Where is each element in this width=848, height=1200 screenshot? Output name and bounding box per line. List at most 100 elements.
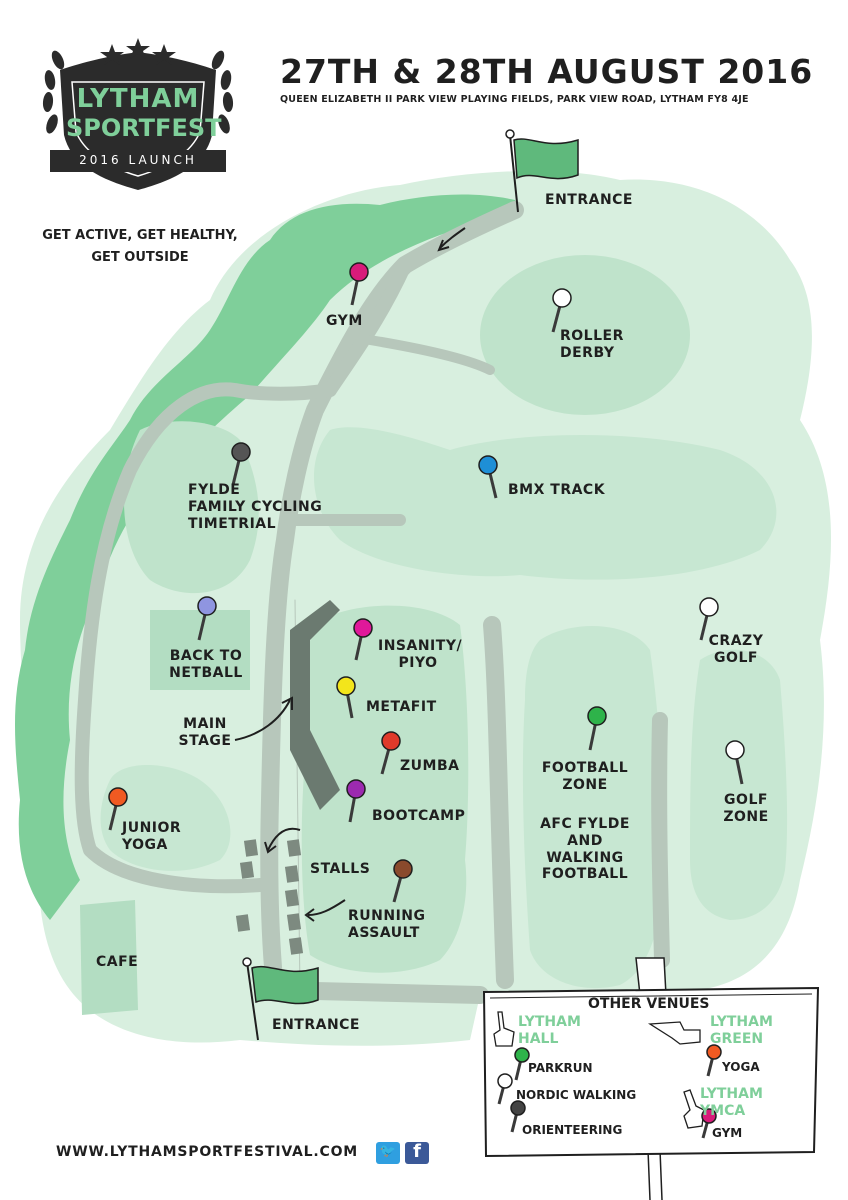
afc-line2: AND <box>567 832 603 849</box>
zone-activities <box>301 605 469 973</box>
venue-orienteering: ORIENTEERING <box>522 1123 623 1137</box>
running-line2: ASSAULT <box>348 924 420 941</box>
pin-head <box>725 740 745 760</box>
fylde-line3: TIMETRIAL <box>188 515 277 532</box>
venue-parkrun: PARKRUN <box>528 1061 593 1075</box>
website-link[interactable]: WWW.LYTHAMSPORTFESTIVAL.COM <box>56 1144 358 1160</box>
label-stalls: STALLS <box>310 861 371 877</box>
pin-football-zone <box>587 706 607 751</box>
pin-head <box>514 1047 530 1063</box>
lytham-ymca-label: LYTHAM YMCA <box>700 1086 763 1120</box>
pin-head <box>701 1108 717 1124</box>
pin-head <box>478 455 498 475</box>
logo-shield <box>42 38 234 190</box>
label-bmx-track: BMX TRACK <box>508 482 606 498</box>
label-insanity-piyo: INSANITY/ PIYO <box>378 638 462 672</box>
football-line1: FOOTBALL <box>541 760 629 776</box>
flag-top-entrance <box>505 129 579 213</box>
pin-metafit <box>336 676 356 719</box>
pin-golf-zone <box>725 740 745 785</box>
label-bootcamp: BOOTCAMP <box>372 808 466 824</box>
pin-head <box>552 288 572 308</box>
pin-head <box>706 1044 722 1060</box>
pin-head <box>699 597 719 617</box>
pin-roller-derby <box>551 288 572 333</box>
pin-bmx-track <box>478 455 498 499</box>
pointer-arrows <box>234 227 466 922</box>
pin-head <box>346 779 366 799</box>
pin-gym <box>349 262 369 306</box>
junior-yoga-line1: JUNIOR <box>122 820 182 836</box>
main-stage-line2: STAGE <box>178 732 232 749</box>
lytham-green-line2: GREEN <box>710 1030 764 1047</box>
label-running-assault: RUNNING ASSAULT <box>348 908 426 942</box>
other-venues-title: OTHER VENUES <box>588 996 710 1012</box>
fylde-line2: FAMILY CYCLING <box>188 498 323 515</box>
golf-zone-line2: ZONE <box>723 808 769 825</box>
label-zumba: ZUMBA <box>400 758 460 774</box>
pin-head <box>353 618 373 638</box>
zone-roller-derby <box>480 255 690 415</box>
twitter-icon[interactable]: 🐦 <box>379 1144 397 1159</box>
flag-bottom-entrance <box>242 957 319 1041</box>
pin-head <box>197 596 217 616</box>
pin-fylde-cycling <box>231 442 251 486</box>
netball-line2: NETBALL <box>169 664 243 681</box>
afc-line4: FOOTBALL <box>541 866 629 883</box>
zone-fylde <box>123 421 259 594</box>
zone-cafe <box>80 900 138 1015</box>
crazy-golf-line2: GOLF <box>714 649 758 666</box>
venue-gym: GYM <box>712 1126 743 1140</box>
lytham-hall-line2: HALL <box>518 1030 559 1047</box>
label-entrance-bottom: ENTRANCE <box>272 1017 360 1033</box>
main-stage-line1: MAIN <box>183 716 227 732</box>
pin-junior-yoga <box>108 787 128 831</box>
label-gym: GYM <box>326 313 363 329</box>
logo-line3: 2016 LAUNCH <box>79 153 197 167</box>
pin-head <box>349 262 369 282</box>
pin-head <box>336 676 356 696</box>
fylde-line1: FYLDE <box>188 482 241 498</box>
facebook-icon[interactable]: f <box>413 1141 421 1162</box>
tree-belt <box>15 194 520 921</box>
label-cafe: CAFE <box>96 954 139 970</box>
pin-head <box>393 859 413 879</box>
lytham-green-label: LYTHAM GREEN <box>710 1014 773 1048</box>
junior-yoga-line2: YOGA <box>122 836 168 853</box>
event-date: 27TH & 28TH AUGUST 2016 <box>280 52 814 91</box>
pin-head <box>510 1100 526 1116</box>
running-line1: RUNNING <box>348 908 426 924</box>
pin-back-to-netball <box>197 596 217 641</box>
stall-blocks <box>235 839 304 955</box>
hand-sketches <box>493 1011 705 1129</box>
pin-head <box>587 706 607 726</box>
pin-insanity-piyo <box>353 618 373 661</box>
label-entrance-top: ENTRANCE <box>545 192 633 208</box>
main-stage <box>290 600 340 810</box>
zone-yoga <box>100 765 231 871</box>
football-line2: ZONE <box>562 776 608 793</box>
lytham-ymca-line2: YMCA <box>700 1102 746 1119</box>
lytham-hall-line1: LYTHAM <box>518 1014 581 1030</box>
insanity-line2: PIYO <box>398 654 438 671</box>
zone-bmx <box>313 427 777 580</box>
label-roller-derby: ROLLER DERBY <box>560 328 624 362</box>
roller-derby-line1: ROLLER <box>560 328 624 344</box>
pin-ymca-gym <box>701 1108 717 1139</box>
tagline-line2: GET OUTSIDE <box>91 250 189 265</box>
pin-zumba <box>380 731 401 775</box>
pin-yoga <box>706 1044 722 1077</box>
pin-running-assault <box>392 859 413 903</box>
pin-crazy-golf <box>699 597 719 641</box>
lytham-green-line1: LYTHAM <box>710 1014 773 1030</box>
label-main-stage: MAIN STAGE <box>174 716 236 750</box>
pin-head <box>381 731 401 751</box>
label-fylde-cycling: FYLDE FAMILY CYCLING TIMETRIAL <box>188 482 322 532</box>
label-junior-yoga: JUNIOR YOGA <box>122 820 181 854</box>
label-crazy-golf: CRAZY GOLF <box>704 633 768 667</box>
tagline-line1: GET ACTIVE, GET HEALTHY, <box>42 228 238 243</box>
pins-layer <box>108 262 745 1139</box>
facebook-icon-bg <box>405 1142 429 1164</box>
logo-line1: LYTHAM <box>76 84 200 114</box>
